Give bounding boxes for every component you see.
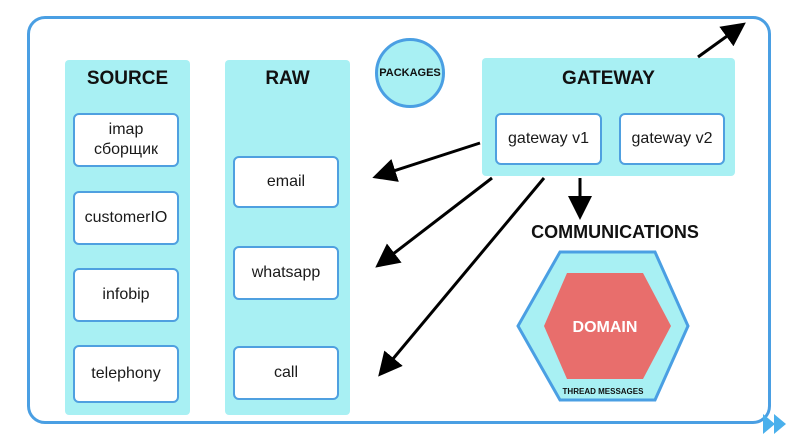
source-title: SOURCE xyxy=(86,68,169,89)
source-item-imap: imap сборщик xyxy=(73,113,179,167)
raw-column: RAW email whatsapp call xyxy=(225,60,350,415)
source-item-telephony: telephony xyxy=(73,345,179,403)
source-column: SOURCE imap сборщик customerIO infobip t… xyxy=(65,60,190,415)
raw-item-email: email xyxy=(233,156,339,208)
next-icon[interactable] xyxy=(763,414,786,434)
source-item-infobip: infobip xyxy=(73,268,179,322)
domain-label: DOMAIN xyxy=(573,319,638,336)
gateway-panel: GATEWAY gateway v1 gateway v2 xyxy=(482,58,735,176)
raw-item-call: call xyxy=(233,346,339,400)
source-item-customerio: customerIO xyxy=(73,191,179,245)
communications-title: COMMUNICATIONS xyxy=(531,222,699,242)
arrow-gateway-to-whatsapp xyxy=(375,176,493,268)
arrow-gateway-out xyxy=(697,22,746,59)
arrow-gateway-to-email xyxy=(372,141,481,182)
packages-circle: PACKAGES xyxy=(375,38,445,108)
domain-hexagon xyxy=(544,273,671,379)
thread-messages-label: THREAD MESSAGES xyxy=(563,387,645,396)
gateway-v1-box: gateway v1 xyxy=(495,113,602,165)
raw-title: RAW xyxy=(265,68,310,89)
packages-label: PACKAGES xyxy=(379,67,441,79)
gateway-v2-box: gateway v2 xyxy=(619,113,725,165)
arrow-gateway-to-call xyxy=(378,177,546,377)
gateway-title: GATEWAY xyxy=(562,68,655,89)
raw-item-whatsapp: whatsapp xyxy=(233,246,339,300)
